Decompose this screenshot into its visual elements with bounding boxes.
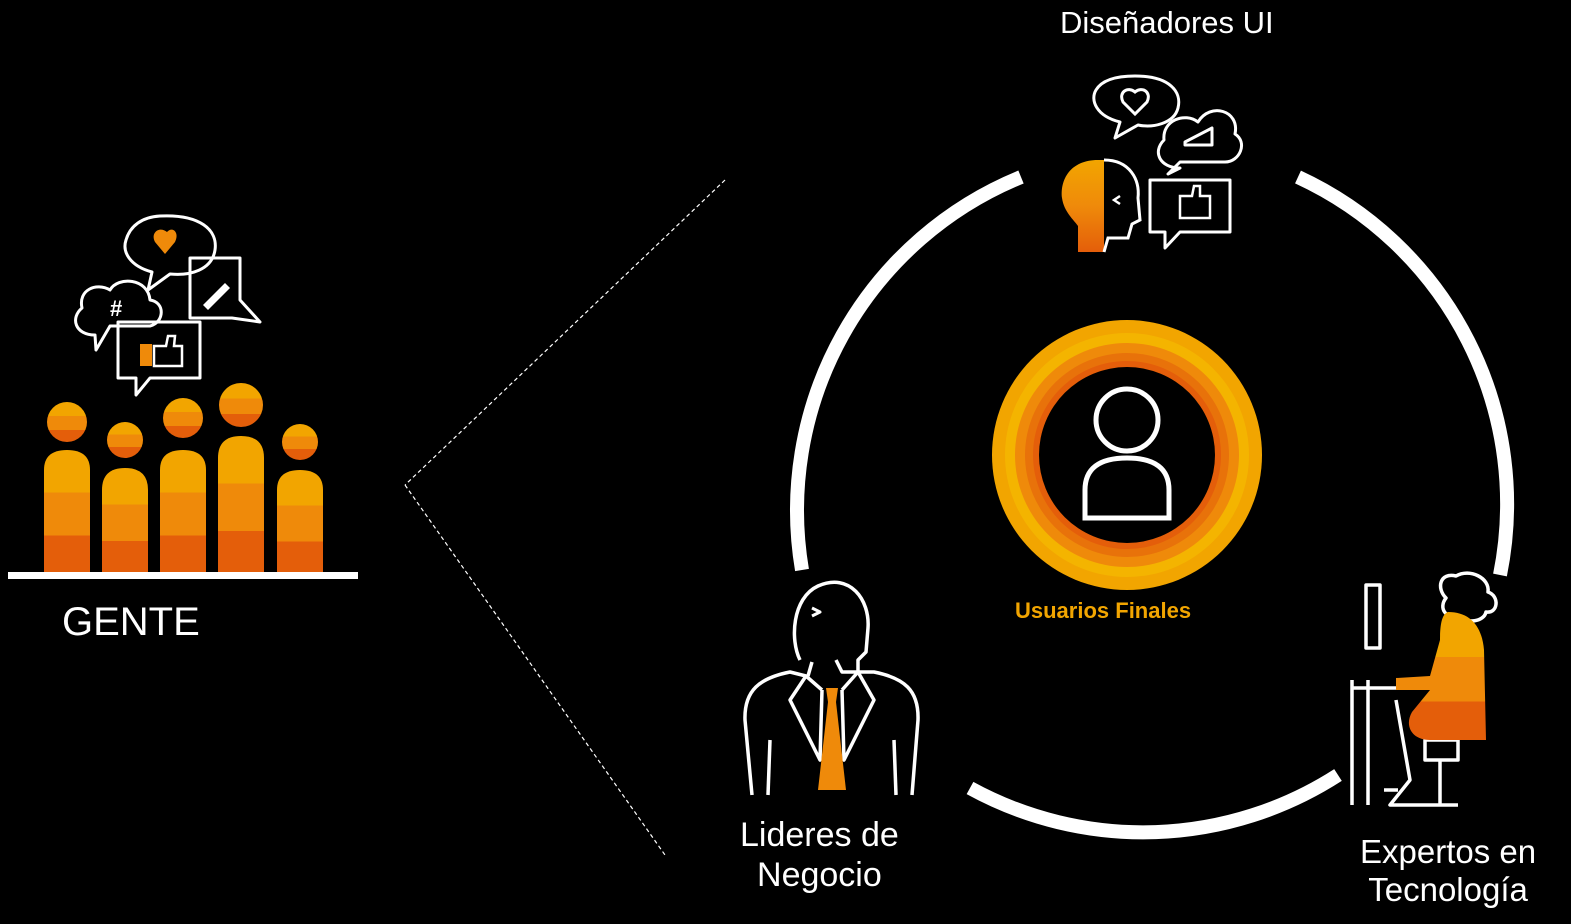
leaders-label-line1: Lideres de [740, 816, 899, 854]
user-icon [1082, 386, 1172, 521]
experts-label-line2: Tecnología [1368, 871, 1528, 908]
cycle-arc-bottom [966, 769, 1342, 840]
experts-label-line1: Expertos en [1360, 833, 1537, 870]
svg-text:#: # [110, 296, 122, 321]
people-group-icon: # [8, 214, 358, 579]
designers-label: Diseñadores UI [1060, 5, 1274, 40]
dashed-bracket [404, 179, 726, 856]
designer-head-icon [1061, 74, 1243, 253]
cycle-arc-top-left [790, 170, 1024, 572]
end-user-icon-group [992, 320, 1262, 590]
experts-label: Expertos en Tecnología [1360, 833, 1536, 909]
leaders-label-line2: Negocio [757, 856, 882, 894]
cycle-ring [790, 170, 1515, 840]
leaders-label: Lideres de Negocio [740, 815, 899, 895]
tech-expert-icon [1350, 571, 1498, 807]
end-users-label: Usuarios Finales [1015, 598, 1192, 623]
business-leader-icon [743, 580, 920, 796]
cycle-arc-top-right [1295, 170, 1515, 577]
people-label: GENTE [62, 600, 200, 644]
